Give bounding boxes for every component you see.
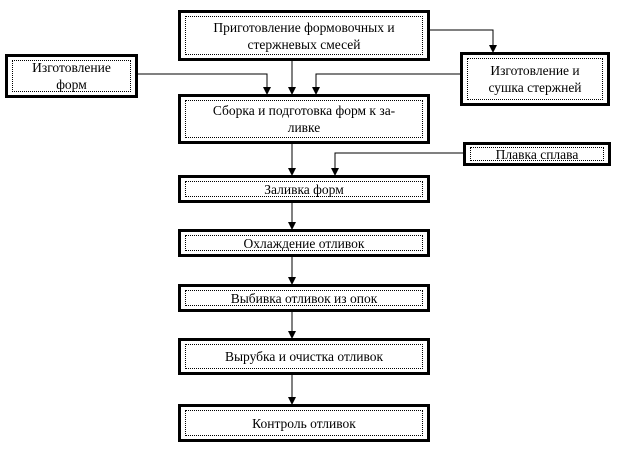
node-assembly-label: Сборка и подготовка форм к за- ливке (185, 100, 423, 138)
node-assembly: Сборка и подготовка форм к за- ливке (178, 94, 430, 144)
arrow-mixtures-to-cores (430, 29, 497, 53)
node-make-cores: Изготовление и сушка стержней (460, 52, 610, 106)
node-make-forms-label: Изготовление форм (12, 60, 131, 92)
arrow-melting-to-pouring (331, 152, 463, 176)
node-trimming-label: Вырубка и очистка отливок (185, 344, 423, 369)
node-control: Контроль отливок (178, 404, 430, 442)
node-melting: Плавка сплава (463, 142, 611, 166)
node-knockout-label: Выбивка отливок из опок (185, 290, 423, 306)
node-knockout: Выбивка отливок из опок (178, 284, 430, 312)
arrow-cores-to-assembly (312, 73, 460, 95)
node-trimming: Вырубка и очистка отливок (178, 338, 430, 375)
arrow-forms-to-assembly (138, 73, 271, 95)
node-make-cores-label: Изготовление и сушка стержней (467, 58, 603, 100)
node-control-label: Контроль отливок (185, 410, 423, 436)
node-cooling-label: Охлаждение отливок (185, 235, 423, 251)
node-prep-mixtures: Приготовление формовочных и стержневых с… (178, 10, 430, 61)
node-pouring-label: Заливка форм (185, 181, 423, 197)
node-cooling: Охлаждение отливок (178, 229, 430, 257)
node-make-forms: Изготовление форм (5, 54, 138, 98)
node-pouring: Заливка форм (178, 175, 430, 203)
node-prep-mixtures-label: Приготовление формовочных и стержневых с… (185, 16, 423, 55)
node-melting-label: Плавка сплава (470, 147, 604, 162)
